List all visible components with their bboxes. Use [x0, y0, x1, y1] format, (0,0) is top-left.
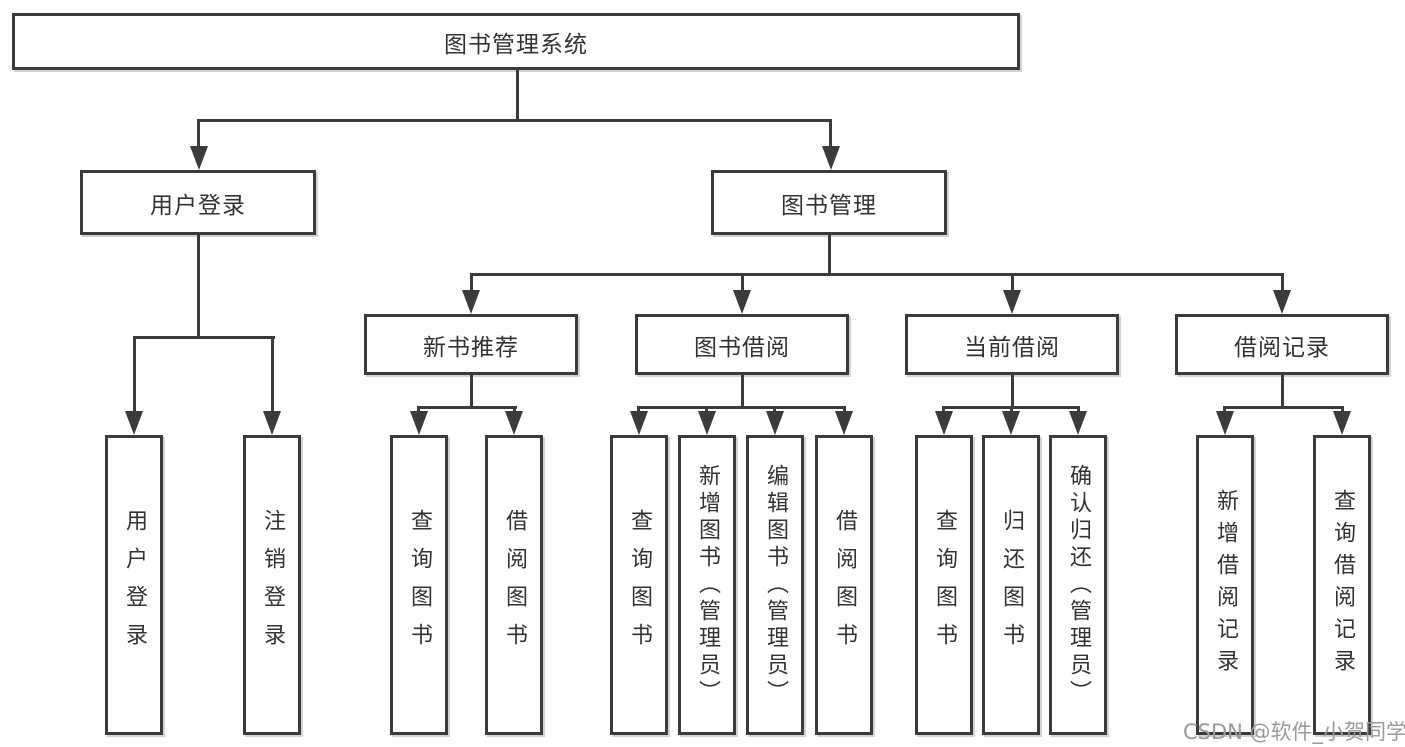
arrow-down-icon: [1273, 290, 1291, 314]
arrow-down-icon: [462, 290, 480, 314]
connector-line: [1011, 273, 1014, 292]
connector-line: [197, 119, 200, 147]
connector-line: [1341, 406, 1344, 415]
connector-line: [1281, 273, 1284, 292]
arrow-down-icon: [766, 411, 784, 435]
arrow-down-icon: [733, 290, 751, 314]
connector-line: [516, 70, 519, 122]
arrow-down-icon: [263, 411, 281, 435]
connector-line: [1223, 406, 1344, 409]
leaf-add-book-admin: 新增图书（管理员）: [678, 435, 736, 735]
connector-line: [470, 273, 473, 292]
arrow-down-icon: [1002, 411, 1020, 435]
leaf-borrow-books-recommend: 借阅图书: [485, 435, 543, 735]
connector-line: [1223, 406, 1226, 415]
arrow-down-icon: [1216, 411, 1234, 435]
leaf-query-books-borrowing: 查询图书: [610, 435, 668, 735]
connector-line: [470, 375, 473, 409]
connector-line: [513, 406, 516, 415]
node-book-management-label: 图书管理: [781, 192, 877, 219]
connector-line: [133, 336, 275, 339]
connector-line: [637, 406, 846, 409]
node-book-borrowing-label: 图书借阅: [694, 334, 790, 361]
arrow-down-icon: [698, 411, 716, 435]
connector-line: [741, 375, 744, 409]
arrow-down-icon: [505, 411, 523, 435]
node-current-borrowing: 当前借阅: [905, 314, 1119, 375]
arrow-down-icon: [190, 146, 208, 170]
node-new-book-recommend-label: 新书推荐: [423, 334, 519, 361]
leaf-edit-book-admin: 编辑图书（管理员）: [746, 435, 804, 735]
connector-line: [828, 235, 831, 276]
arrow-down-icon: [1003, 290, 1021, 314]
connector-line: [1281, 375, 1284, 409]
connector-line: [197, 119, 832, 122]
connector-line: [1011, 375, 1014, 409]
node-new-book-recommend: 新书推荐: [364, 314, 578, 375]
arrow-down-icon: [410, 411, 428, 435]
node-borrowing-records: 借阅记录: [1175, 314, 1389, 375]
connector-line: [417, 406, 517, 409]
leaf-return-book: 归还图书: [982, 435, 1040, 735]
connector-line: [470, 273, 1284, 276]
connector-line: [1010, 406, 1013, 415]
leaf-user-login: 用户登录: [105, 435, 163, 735]
node-user-login-label: 用户登录: [150, 192, 246, 219]
node-user-login: 用户登录: [80, 170, 316, 235]
connector-line: [417, 406, 420, 415]
leaf-query-books-recommend: 查询图书: [390, 435, 448, 735]
arrow-down-icon: [822, 146, 840, 170]
connector-line: [637, 406, 640, 415]
leaf-borrow-books-borrowing: 借阅图书: [815, 435, 873, 735]
connector-line: [942, 406, 945, 415]
node-book-management: 图书管理: [711, 170, 947, 235]
leaf-add-borrow-record: 新增借阅记录: [1196, 435, 1254, 735]
csdn-watermark: CSDN @软件_小贺同学: [1183, 720, 1405, 744]
arrow-down-icon: [835, 411, 853, 435]
node-root-library-system: 图书管理系统: [12, 13, 1020, 70]
connector-line: [1077, 406, 1080, 415]
arrow-down-icon: [1333, 411, 1351, 435]
connector-line: [741, 273, 744, 292]
connector-line: [843, 406, 846, 415]
connector-line: [773, 406, 776, 415]
leaf-logout: 注销登录: [243, 435, 301, 735]
node-borrowing-records-label: 借阅记录: [1234, 334, 1330, 361]
leaf-query-borrow-record: 查询借阅记录: [1313, 435, 1371, 735]
arrow-down-icon: [935, 411, 953, 435]
node-book-borrowing: 图书借阅: [635, 314, 849, 375]
connector-line: [197, 235, 200, 339]
connector-line: [705, 406, 708, 415]
leaf-query-books-current: 查询图书: [915, 435, 973, 735]
leaf-confirm-return-admin: 确认归还（管理员）: [1049, 435, 1107, 735]
connector-line: [133, 336, 136, 413]
node-current-borrowing-label: 当前借阅: [964, 334, 1060, 361]
arrow-down-icon: [125, 411, 143, 435]
node-root-label: 图书管理系统: [444, 31, 588, 58]
connector-line: [829, 119, 832, 147]
connector-line: [271, 336, 274, 413]
arrow-down-icon: [1069, 411, 1087, 435]
arrow-down-icon: [630, 411, 648, 435]
